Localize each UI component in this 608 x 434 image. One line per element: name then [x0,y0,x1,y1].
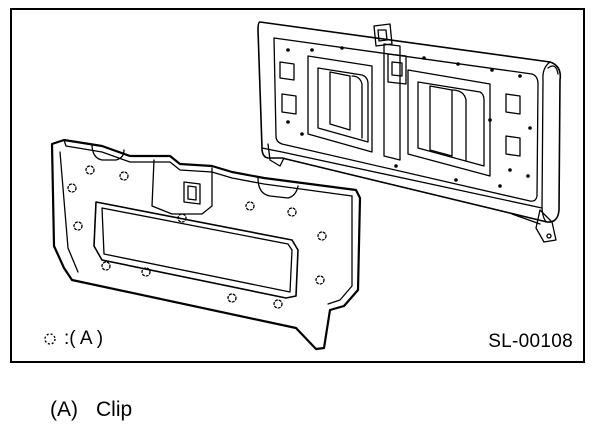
clip-markers [67,165,327,309]
clip-marker-icon [315,275,325,285]
figure-code: SL-00108 [488,331,573,352]
dashed-circle-icon [44,333,56,345]
figure-frame: :( A ) SL-00108 [10,8,585,363]
caption-text: Clip [96,398,133,421]
caption-letter: (A) [50,398,78,421]
legend: :( A ) [42,328,103,350]
clip-marker-icon [141,267,151,277]
clip-marker-icon [67,183,77,193]
clip-marker-icon [227,293,237,303]
caption: (A) Clip [50,398,132,422]
clip-marker-icon [245,201,255,211]
clip-marker-icon [101,261,111,271]
seat-back-panel-illustration [50,21,562,351]
clip-marker-icon [287,207,297,217]
legend-label: :( A ) [64,328,104,349]
clip-marker-icon [317,231,327,241]
clip-marker-icon [119,171,129,181]
clip-marker-icon [177,213,187,223]
clip-marker-icon [273,299,283,309]
clip-marker-icon [73,221,83,231]
trim-panel [50,138,362,351]
clip-marker-icon [85,165,95,175]
seat-back-frame [257,21,562,243]
